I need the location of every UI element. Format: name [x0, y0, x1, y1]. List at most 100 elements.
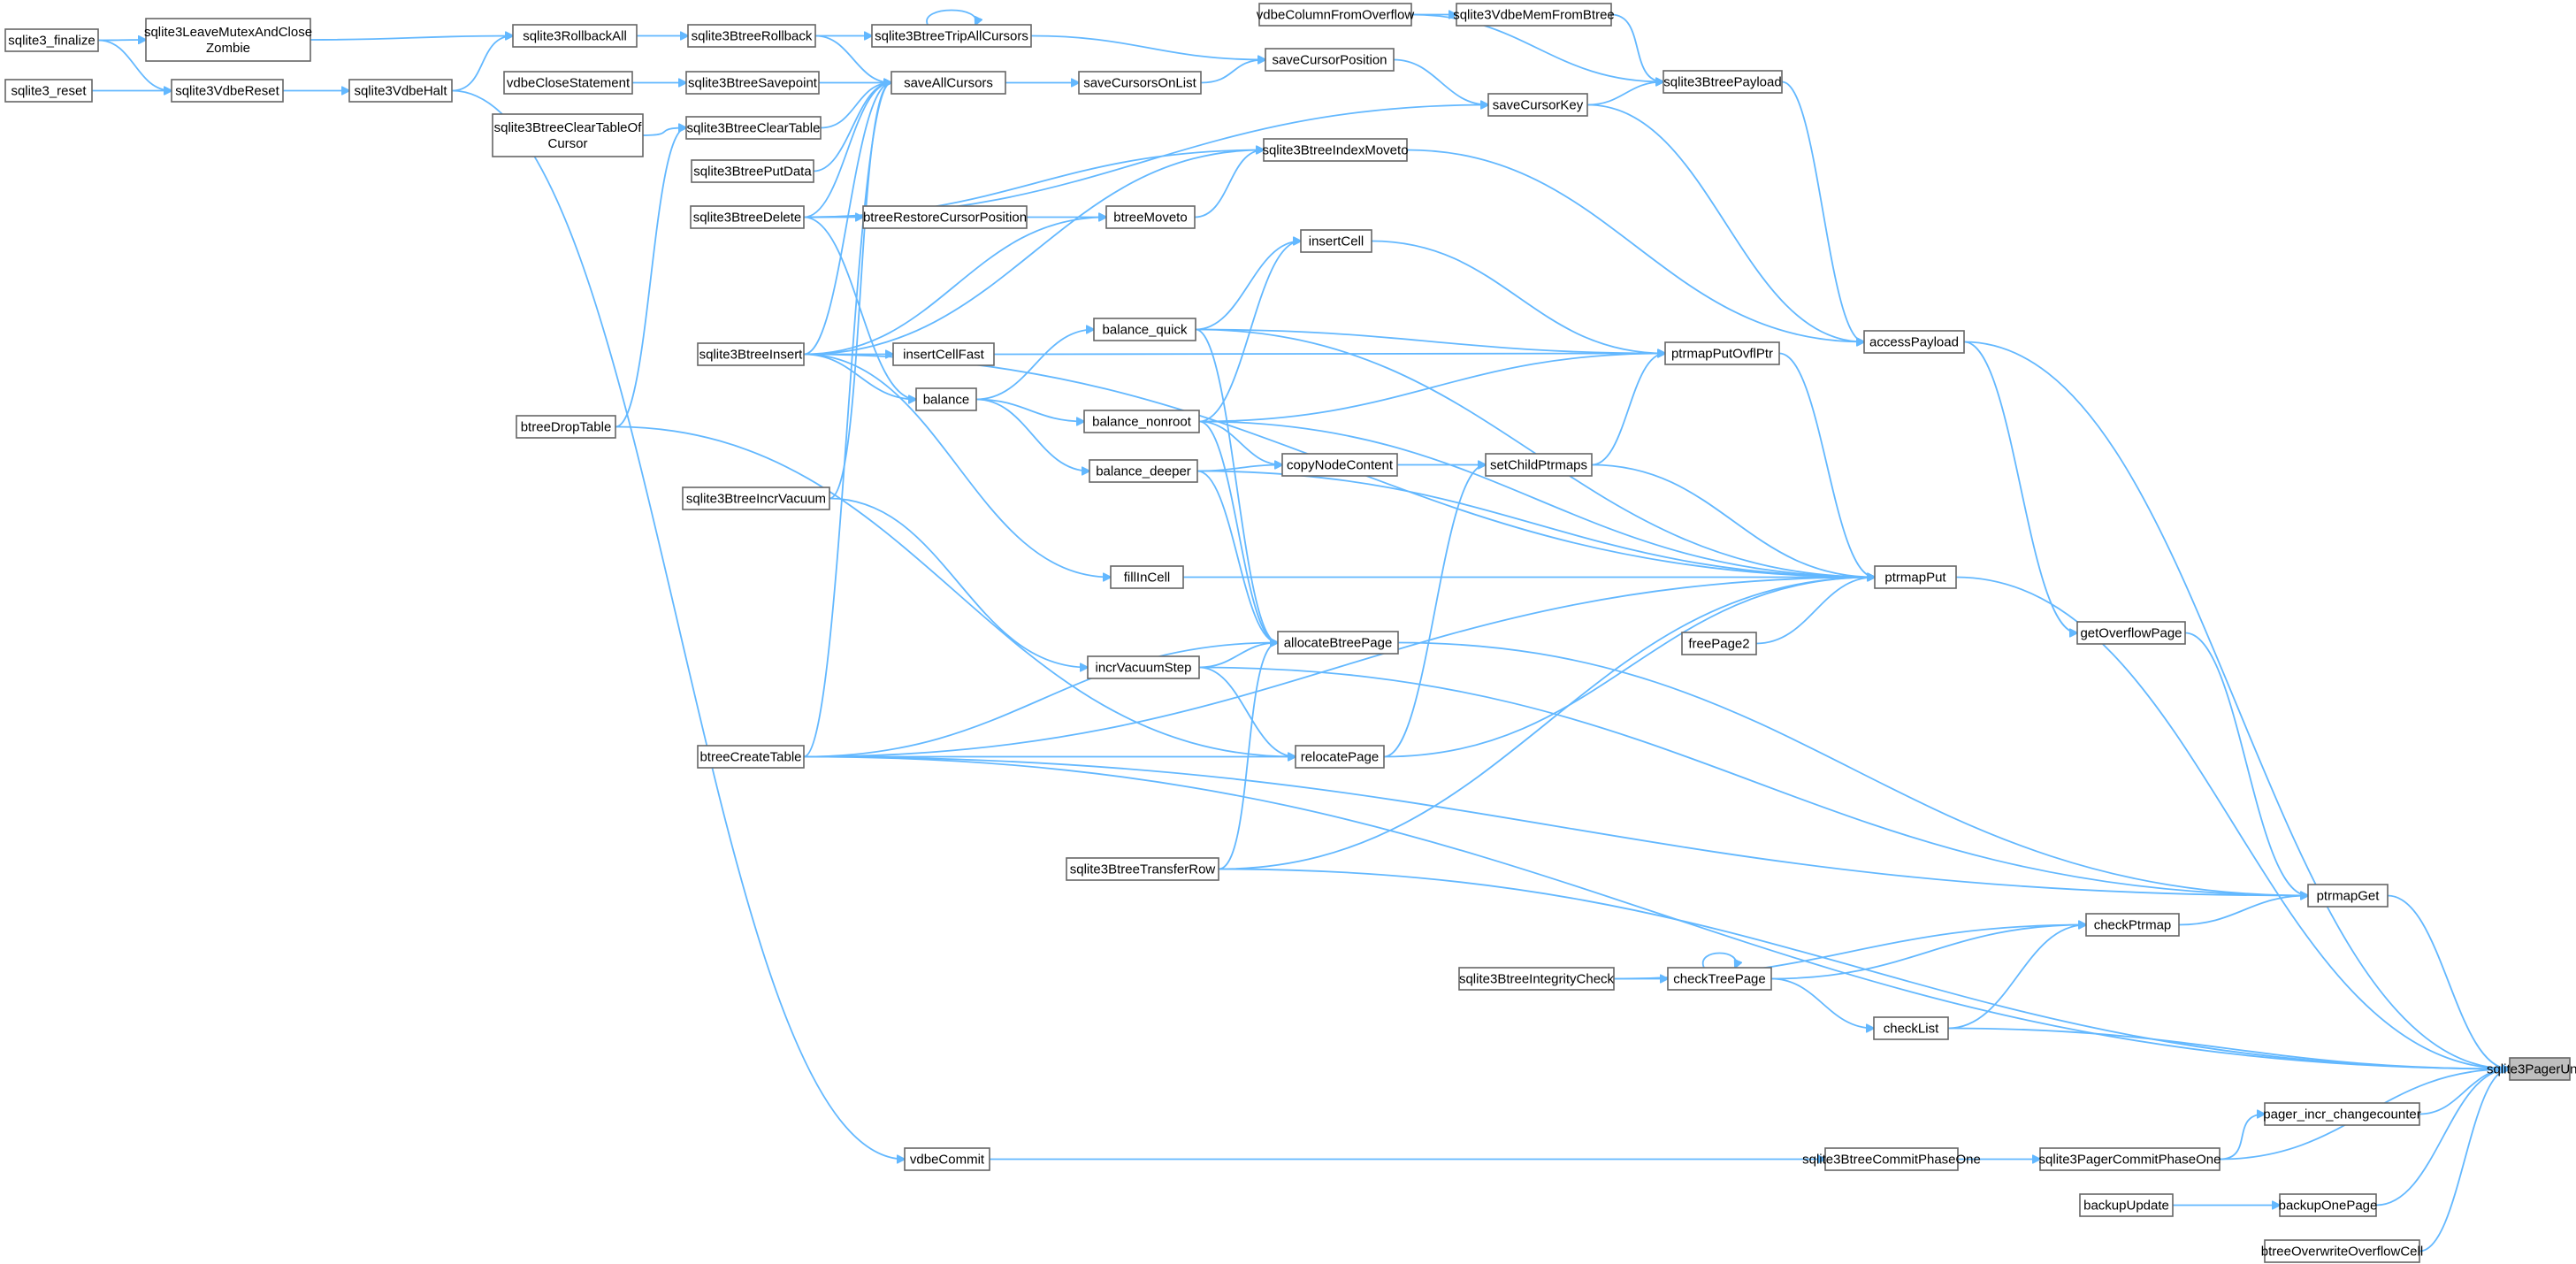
node-box	[1263, 138, 1408, 162]
node-sqlite3_reset[interactable]: sqlite3_reset	[4, 79, 93, 103]
edge-IncrVacuum-to-incrVacuumStep	[829, 497, 1088, 668]
node-box	[2079, 1193, 2174, 1217]
node-box	[1874, 565, 1957, 589]
node-setChildPtrmaps[interactable]: setChildPtrmaps	[1485, 453, 1593, 477]
edge-balance_nonroot-to-insertCell	[1198, 241, 1301, 423]
node-VdbeMemFromBtree[interactable]: sqlite3VdbeMemFromBtree	[1453, 3, 1615, 27]
node-box	[1078, 71, 1202, 95]
node-balance_nonroot[interactable]: balance_nonroot	[1083, 410, 1200, 433]
node-label: incrVacuumStep	[1096, 661, 1192, 676]
node-balance[interactable]: balance	[915, 387, 977, 411]
node-checkPtrmap[interactable]: checkPtrmap	[2085, 913, 2180, 937]
node-saveCursorsOnList[interactable]: saveCursorsOnList	[1078, 71, 1202, 95]
node-box	[4, 79, 93, 103]
edge-btreeCreateTable-to-allocateBtreePage	[803, 643, 1278, 758]
node-TripAllCursors[interactable]: sqlite3BtreeTripAllCursors	[871, 24, 1032, 48]
node-IndexMoveto[interactable]: sqlite3BtreeIndexMoveto	[1262, 138, 1409, 162]
edge-btreeCreateTable-to-ptrmapPut	[803, 578, 1875, 758]
node-TransferRow[interactable]: sqlite3BtreeTransferRow	[1066, 857, 1219, 881]
node-btreeRestoreCursorPosition[interactable]: btreeRestoreCursorPosition	[862, 205, 1028, 229]
node-box	[1083, 410, 1200, 433]
node-BtreeInsert[interactable]: sqlite3BtreeInsert	[697, 342, 805, 366]
node-sqlite3_finalize[interactable]: sqlite3_finalize	[4, 28, 99, 52]
node-label: sqlite3BtreeInsert	[699, 348, 804, 363]
node-VdbeHalt[interactable]: sqlite3VdbeHalt	[348, 79, 453, 103]
node-saveCursorKey[interactable]: saveCursorKey	[1487, 93, 1588, 117]
node-RollbackAll[interactable]: sqlite3RollbackAll	[512, 24, 638, 48]
node-IncrVacuum[interactable]: sqlite3BtreeIncrVacuum	[682, 486, 830, 510]
node-box	[4, 28, 99, 52]
node-label: sqlite3PagerUnref	[2487, 1062, 2576, 1077]
node-freePage2[interactable]: freePage2	[1681, 632, 1757, 655]
node-ptrmapPut[interactable]: ptrmapPut	[1874, 565, 1957, 589]
node-vdbeColumnFromOverflow[interactable]: vdbeColumnFromOverflow	[1257, 3, 1415, 27]
node-box	[2085, 913, 2180, 937]
node-vdbeCloseStatement[interactable]: vdbeCloseStatement	[503, 71, 633, 95]
node-backupOnePage[interactable]: backupOnePage	[2279, 1193, 2378, 1217]
node-ptrmapGet[interactable]: ptrmapGet	[2307, 884, 2389, 908]
node-BtreeSavepoint[interactable]: sqlite3BtreeSavepoint	[685, 71, 820, 95]
edge-checkTreePage-to-checkList	[1770, 977, 1874, 1029]
node-copyNodeContent[interactable]: copyNodeContent	[1281, 453, 1398, 477]
edge-balance-to-balance_deeper	[975, 398, 1089, 471]
node-OverwriteOverflowCell[interactable]: btreeOverwriteOverflowCell	[2261, 1239, 2423, 1263]
edge-setChildPtrmaps-to-ptrmapPutOvflPtr	[1591, 354, 1665, 466]
node-box	[516, 415, 616, 439]
edge-layer	[92, 9, 2510, 1253]
node-btreeMoveto[interactable]: btreeMoveto	[1105, 205, 1196, 229]
node-box	[2307, 884, 2389, 908]
node-accessPayload[interactable]: accessPayload	[1863, 330, 1965, 354]
edge-saveCursorKey-to-BtreePayload	[1586, 82, 1663, 106]
node-vdbeCommit[interactable]: vdbeCommit	[904, 1147, 990, 1171]
node-saveCursorPosition[interactable]: saveCursorPosition	[1265, 48, 1395, 72]
node-BtreePutData[interactable]: sqlite3BtreePutData	[691, 159, 814, 183]
edge-insertCell-to-ptrmapPutOvflPtr	[1371, 240, 1665, 354]
node-box	[685, 71, 820, 95]
node-relocatePage[interactable]: relocatePage	[1295, 745, 1385, 769]
node-BtreeRollback[interactable]: sqlite3BtreeRollback	[687, 24, 816, 48]
node-balance_deeper[interactable]: balance_deeper	[1089, 459, 1198, 483]
node-BtreeClearTable[interactable]: sqlite3BtreeClearTable	[685, 116, 822, 140]
node-saveAllCursors[interactable]: saveAllCursors	[891, 71, 1006, 95]
node-label: sqlite3BtreeCommitPhaseOne	[1802, 1153, 1981, 1168]
node-box	[171, 79, 284, 103]
node-label: vdbeCommit	[910, 1153, 985, 1168]
node-BtreeDelete[interactable]: sqlite3BtreeDelete	[690, 205, 805, 229]
node-fillInCell[interactable]: fillInCell	[1110, 565, 1184, 589]
edge-LeaveMutex-to-RollbackAll	[310, 36, 513, 41]
node-label: sqlite3BtreeTransferRow	[1070, 862, 1216, 877]
node-incrVacuumStep[interactable]: incrVacuumStep	[1087, 655, 1200, 679]
node-checkList[interactable]: checkList	[1873, 1016, 1949, 1040]
node-label: balance	[923, 393, 970, 408]
node-IntegrityCheck[interactable]: sqlite3BtreeIntegrityCheck	[1458, 967, 1615, 991]
node-getOverflowPage[interactable]: getOverflowPage	[2076, 621, 2186, 645]
edge-checkList-to-checkPtrmap	[1947, 925, 2086, 1030]
node-backupUpdate[interactable]: backupUpdate	[2079, 1193, 2174, 1217]
node-box	[145, 18, 311, 62]
edge-saveCursorsOnList-to-saveCursorPosition	[1200, 60, 1265, 84]
edge-btreeCreateTable-to-PagerUnref	[803, 755, 2510, 1069]
node-box	[512, 24, 638, 48]
node-btreeCreateTable[interactable]: btreeCreateTable	[697, 745, 805, 769]
edge-balance_nonroot-to-ptrmapPutOvflPtr	[1198, 354, 1665, 423]
node-btreeDropTable[interactable]: btreeDropTable	[516, 415, 616, 439]
node-pager_incr_changecounter[interactable]: pager_incr_changecounter	[2263, 1102, 2421, 1126]
node-CommitPhaseOne[interactable]: sqlite3BtreeCommitPhaseOne	[1802, 1147, 1981, 1171]
node-PagerCommitPhaseOne[interactable]: sqlite3PagerCommitPhaseOne	[2039, 1147, 2221, 1171]
node-label: sqlite3BtreeClearTable	[687, 121, 821, 136]
node-ptrmapPutOvflPtr[interactable]: ptrmapPutOvflPtr	[1664, 341, 1780, 365]
node-label: ptrmapPut	[1884, 571, 1946, 586]
node-insertCellFast[interactable]: insertCellFast	[892, 342, 995, 366]
node-checkTreePage[interactable]: checkTreePage	[1667, 967, 1772, 991]
node-insertCell[interactable]: insertCell	[1300, 229, 1372, 253]
node-BtreePayload[interactable]: sqlite3BtreePayload	[1663, 70, 1783, 94]
node-VdbeReset[interactable]: sqlite3VdbeReset	[171, 79, 284, 103]
node-balance_quick[interactable]: balance_quick	[1093, 318, 1196, 341]
node-PagerUnref[interactable]: sqlite3PagerUnref	[2487, 1057, 2576, 1081]
edge-TransferRow-to-ptrmapPut	[1218, 578, 1875, 870]
edge-balance_nonroot-to-ptrmapPut	[1198, 420, 1875, 578]
node-allocateBtreePage[interactable]: allocateBtreePage	[1277, 631, 1399, 655]
